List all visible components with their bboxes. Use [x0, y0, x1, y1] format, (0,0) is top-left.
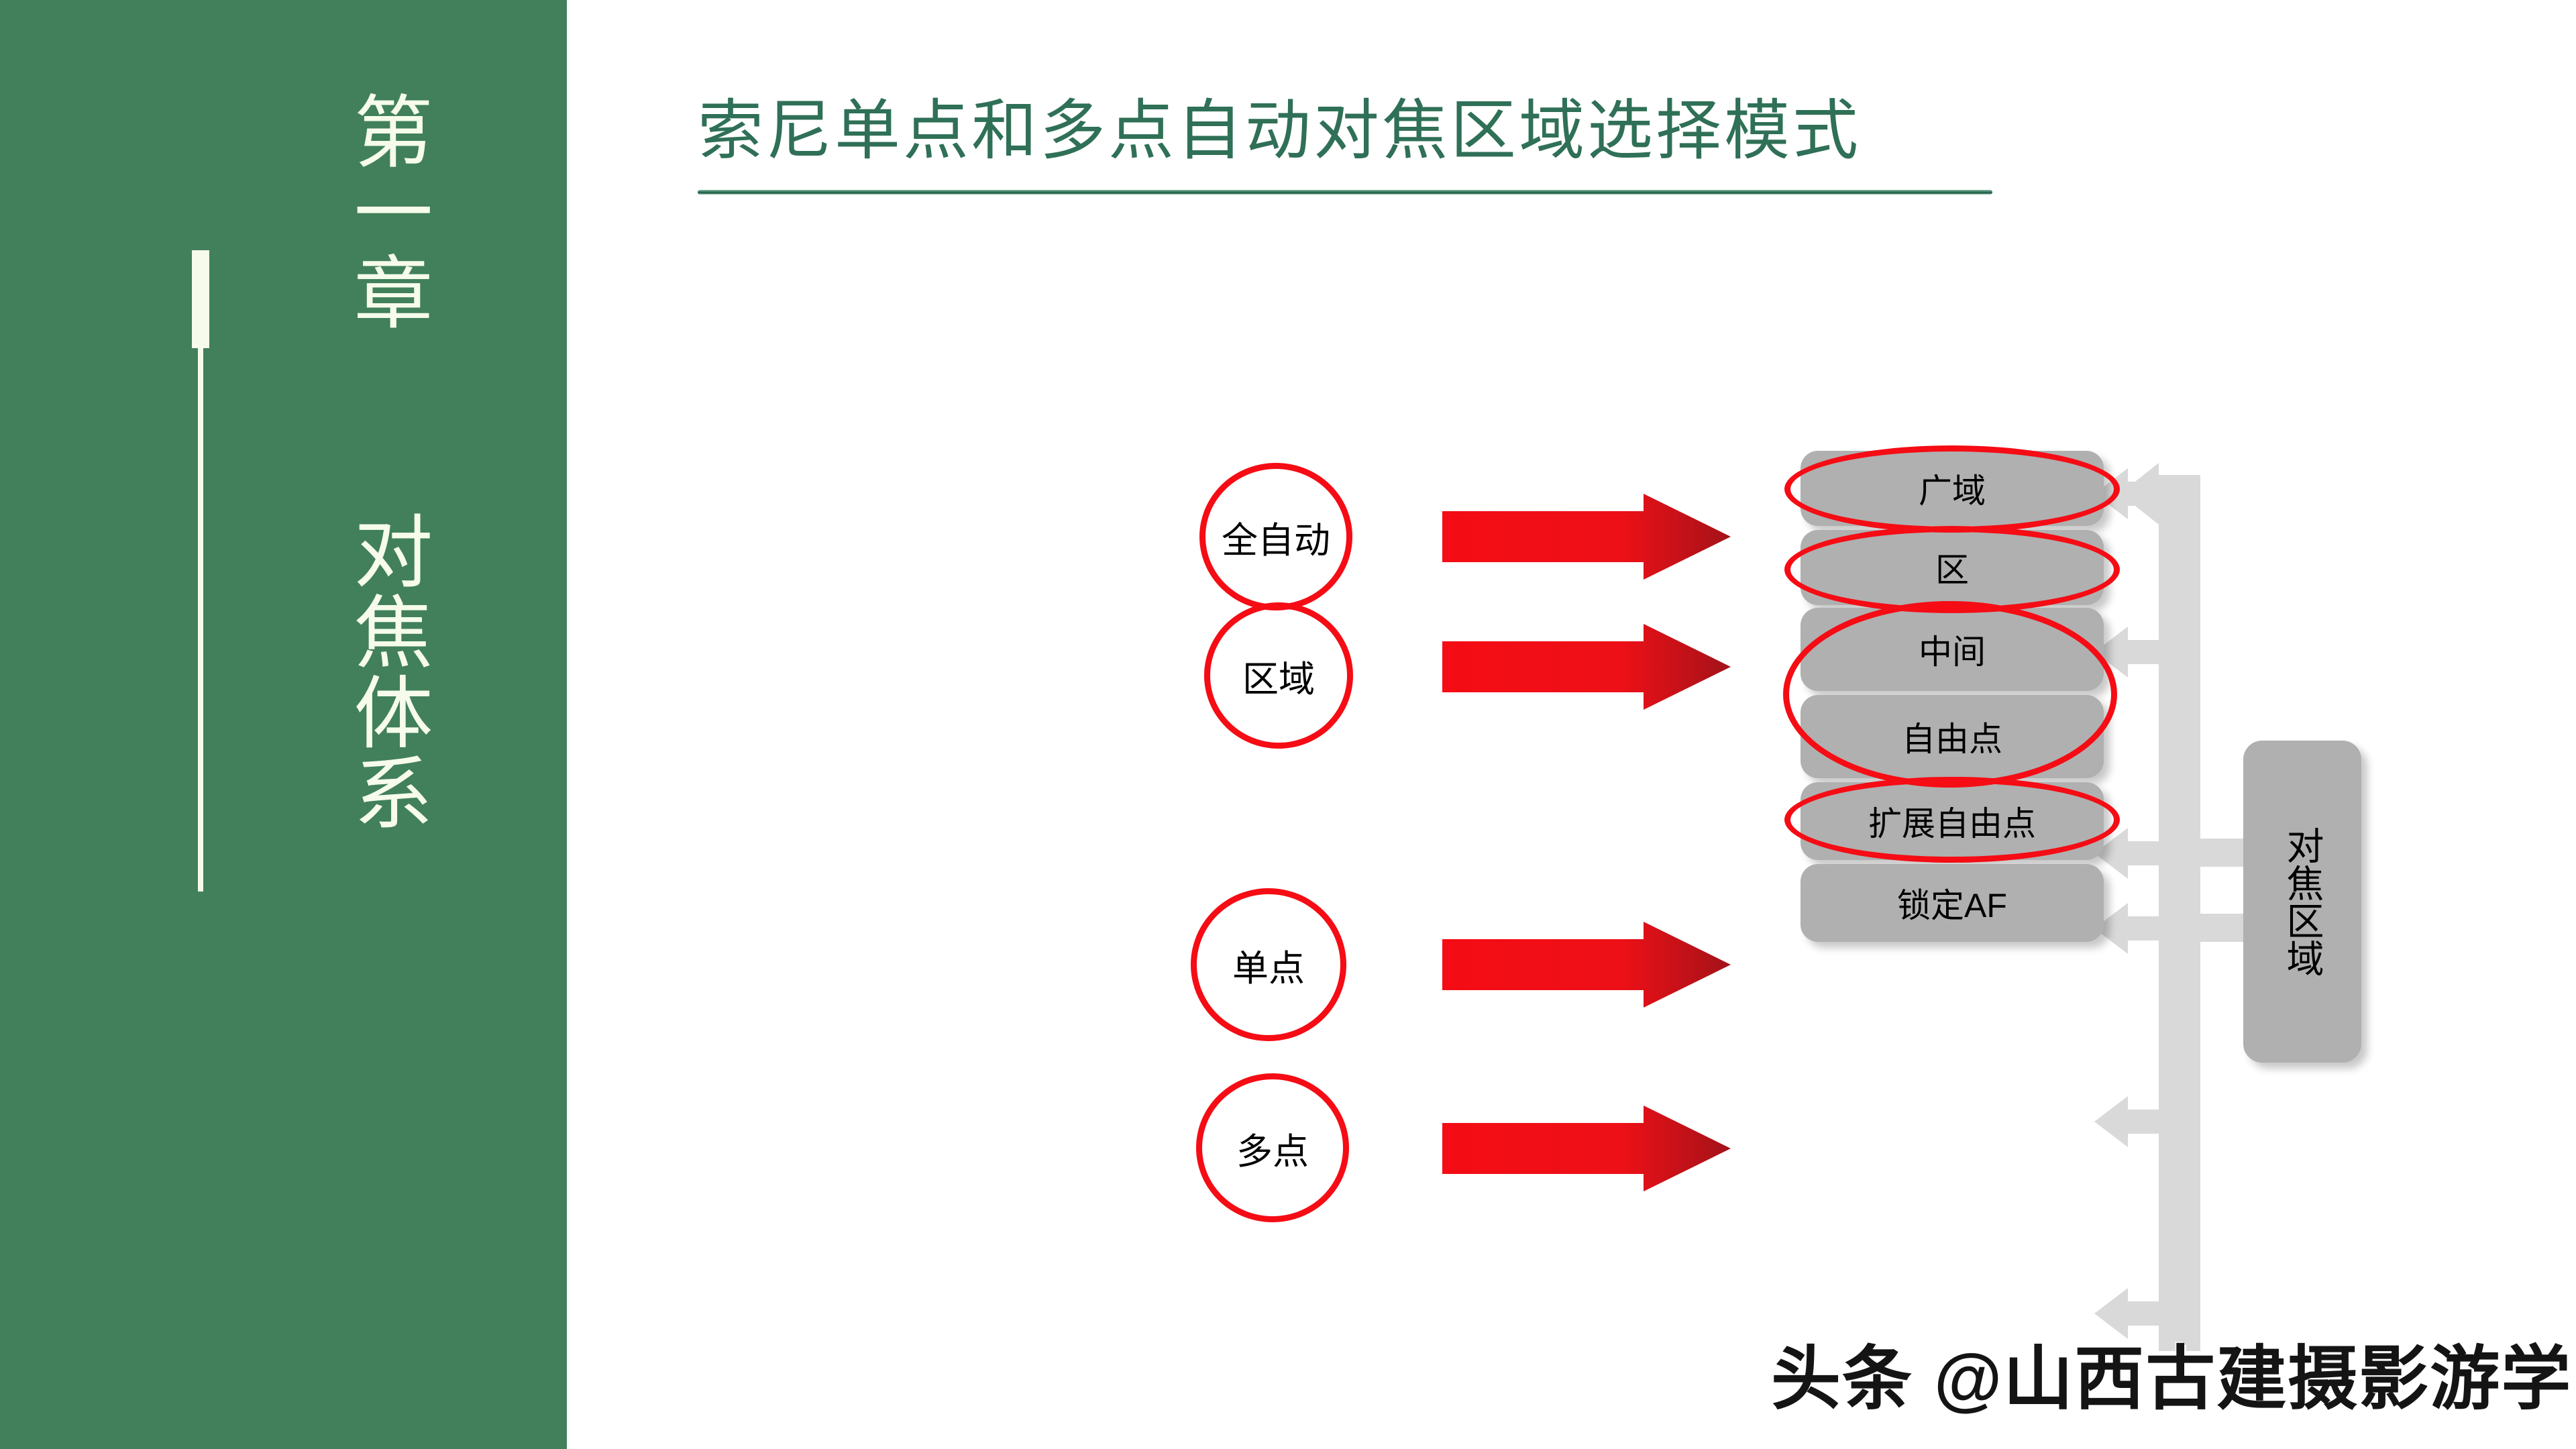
- red-arrow-2: [1442, 624, 1731, 710]
- focus-area-label: 对焦区域: [2282, 826, 2324, 977]
- chapter-sidebar: 第一章 对焦体系: [0, 0, 567, 1449]
- mode-circle-quanzidong: 全自动: [1199, 463, 1352, 610]
- mode-circle-label: 区域: [1242, 659, 1315, 700]
- mode-circle-quyu: 区域: [1204, 602, 1353, 749]
- chapter-accent-line: [198, 348, 203, 892]
- area-box-label: 扩展自由点: [1868, 805, 2036, 843]
- chapter-title: 第一章 对焦体系: [341, 91, 429, 833]
- page-title: 索尼单点和多点自动对焦区域选择模式: [698, 95, 1862, 168]
- area-box-ziyoudian: 自由点: [1801, 695, 2104, 778]
- area-box-label: 自由点: [1902, 720, 2002, 758]
- watermark: 头条 @山西古建摄影游学: [1771, 1340, 2573, 1418]
- area-box-qu: 区: [1801, 530, 2104, 605]
- area-box-label: 广域: [1919, 472, 1986, 510]
- red-arrow-4: [1442, 1106, 1731, 1191]
- mode-circle-dandian: 单点: [1191, 888, 1346, 1041]
- red-arrow-1: [1442, 494, 1731, 580]
- title-underline: [698, 190, 1992, 195]
- mode-circle-duodian: 多点: [1196, 1073, 1349, 1222]
- area-box-kuozhan-ziyoudian: 扩展自由点: [1801, 782, 2104, 860]
- red-arrow-3: [1442, 922, 1731, 1008]
- mode-circle-label: 单点: [1232, 948, 1305, 989]
- area-box-guangyu: 广域: [1801, 451, 2104, 526]
- area-box-label: 锁定AF: [1897, 887, 2007, 924]
- area-box-label: 中间: [1919, 633, 1986, 671]
- area-box-suoding-af: 锁定AF: [1801, 864, 2104, 942]
- area-box-label: 区: [1935, 551, 1969, 589]
- chapter-accent-bar: [192, 250, 209, 348]
- mode-circle-label: 多点: [1236, 1131, 1309, 1172]
- mode-circle-label: 全自动: [1222, 520, 1330, 561]
- area-box-zhongjian: 中间: [1801, 608, 2104, 691]
- focus-area-label-box: 对焦区域: [2243, 741, 2361, 1063]
